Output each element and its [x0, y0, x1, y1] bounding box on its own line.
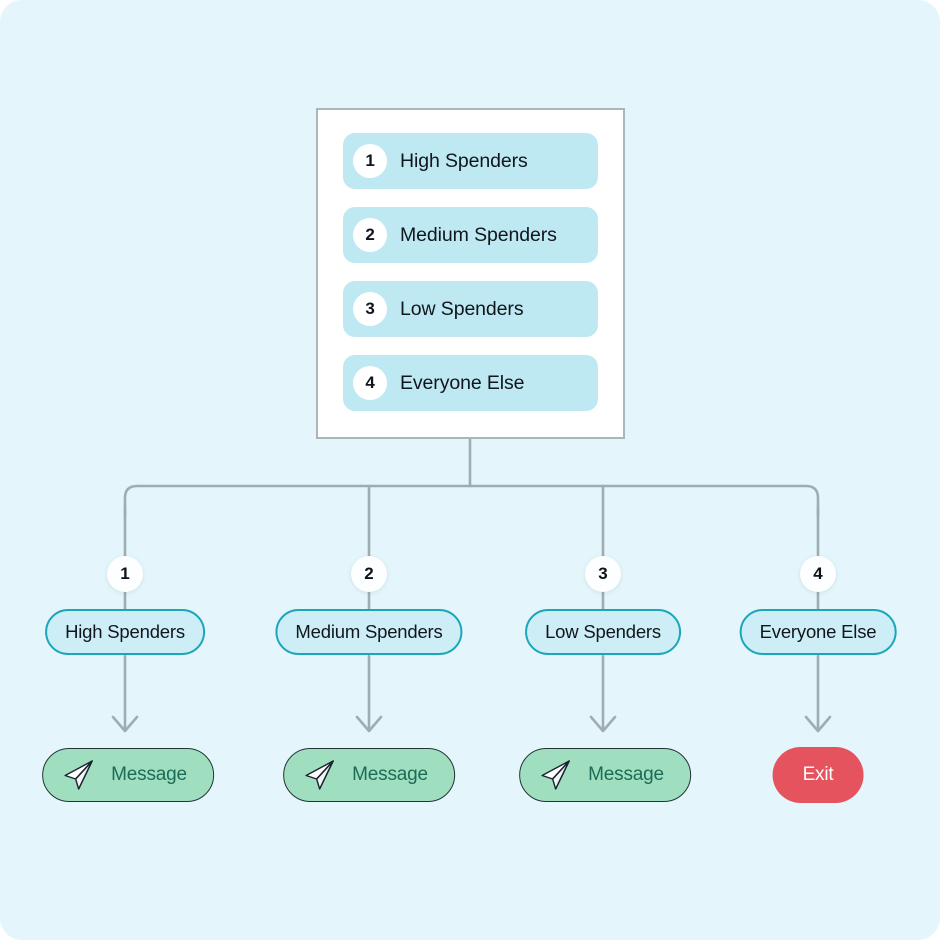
branch-condition-3[interactable]: Low Spenders: [525, 609, 681, 655]
wire-arrow-head-4: [804, 715, 832, 733]
wire-arrow-head-2: [355, 715, 383, 733]
branch-number-badge-3: 3: [585, 556, 621, 592]
branch-number-badge-2: 2: [351, 556, 387, 592]
branch-number-badge-1: 1: [107, 556, 143, 592]
wire-arrow-head-1: [111, 715, 139, 733]
branch-condition-label: Low Spenders: [545, 621, 661, 642]
branch-number-badge-4: 4: [800, 556, 836, 592]
branch-condition-label: Everyone Else: [759, 621, 877, 642]
wire-arrow-head-3: [589, 715, 617, 733]
action-label: Message: [588, 764, 664, 785]
segment-badge: 4: [353, 366, 387, 400]
branch-condition-label: High Spenders: [65, 621, 185, 642]
segment-panel: 1 High Spenders 2 Medium Spenders 3 Low …: [316, 108, 625, 439]
segment-row[interactable]: 4 Everyone Else: [343, 355, 598, 411]
wire-bus: [123, 484, 820, 518]
action-exit-4[interactable]: Exit: [772, 747, 864, 803]
action-label: Message: [111, 764, 187, 785]
paper-plane-icon: [64, 760, 93, 790]
segment-row[interactable]: 3 Low Spenders: [343, 281, 598, 337]
action-message-1[interactable]: Message: [42, 748, 214, 802]
segment-label: Low Spenders: [400, 297, 524, 320]
branch-condition-4[interactable]: Everyone Else: [739, 609, 897, 655]
segment-label: High Spenders: [400, 149, 528, 172]
segment-label: Everyone Else: [400, 371, 525, 394]
paper-plane-icon: [305, 760, 334, 790]
segment-badge: 1: [353, 144, 387, 178]
segment-badge: 2: [353, 218, 387, 252]
action-message-3[interactable]: Message: [519, 748, 691, 802]
action-label: Message: [352, 764, 428, 785]
action-message-2[interactable]: Message: [283, 748, 455, 802]
branch-condition-label: Medium Spenders: [295, 621, 443, 642]
branch-condition-1[interactable]: High Spenders: [45, 609, 205, 655]
action-label: Exit: [802, 764, 834, 785]
segment-row[interactable]: 1 High Spenders: [343, 133, 598, 189]
branch-condition-2[interactable]: Medium Spenders: [275, 609, 463, 655]
segment-label: Medium Spenders: [400, 223, 557, 246]
paper-plane-icon: [541, 760, 570, 790]
segment-badge: 3: [353, 292, 387, 326]
segment-row[interactable]: 2 Medium Spenders: [343, 207, 598, 263]
